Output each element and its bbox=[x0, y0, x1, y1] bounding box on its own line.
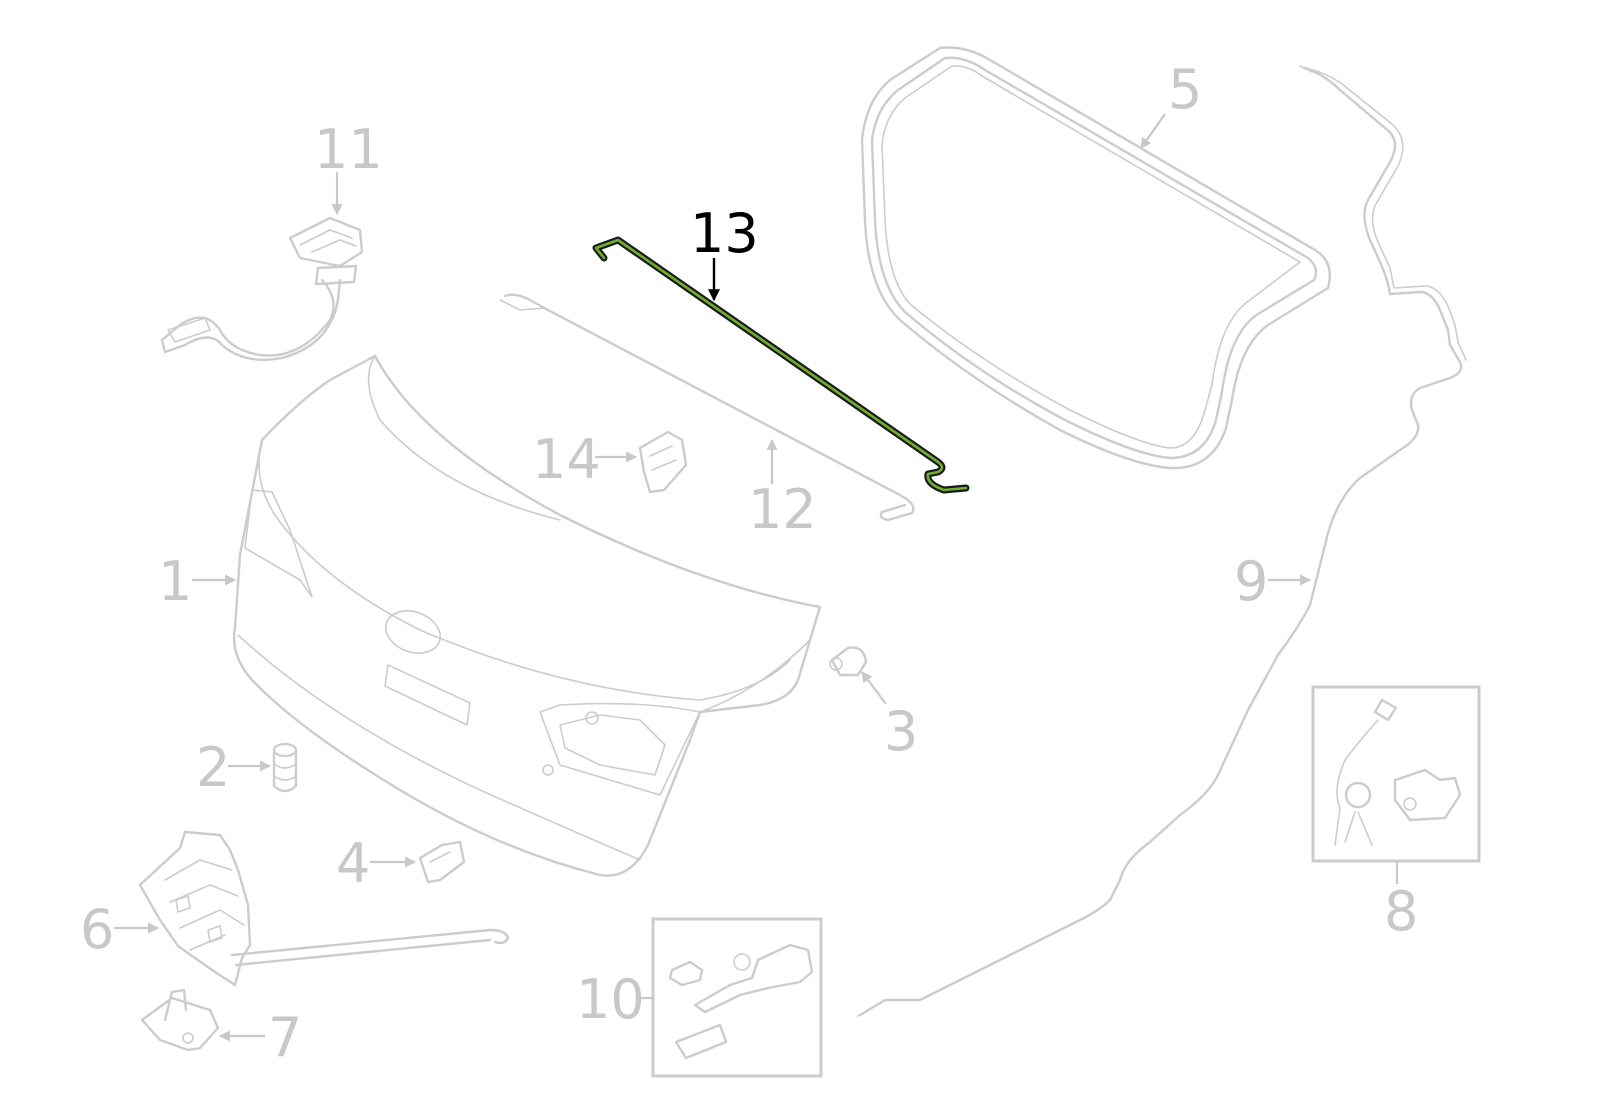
part-rod[interactable] bbox=[499, 293, 915, 522]
part-trunk-lid[interactable] bbox=[232, 354, 822, 877]
leader-5 bbox=[1140, 113, 1166, 149]
part-bumper-3[interactable] bbox=[829, 646, 868, 677]
callout-3[interactable]: 3 bbox=[884, 700, 918, 763]
part-cable-9[interactable] bbox=[857, 65, 1467, 1017]
part-clip-4[interactable] bbox=[418, 840, 466, 884]
part-small-parts-set-10[interactable] bbox=[651, 917, 823, 1078]
part-weatherstrip-5[interactable] bbox=[860, 46, 1332, 470]
callout-5[interactable]: 5 bbox=[1168, 58, 1202, 121]
callout-6[interactable]: 6 bbox=[80, 898, 114, 961]
part-striker-7[interactable] bbox=[140, 988, 220, 1052]
callout-10[interactable]: 10 bbox=[576, 968, 645, 1031]
callout-1[interactable]: 1 bbox=[158, 550, 192, 613]
callout-9[interactable]: 9 bbox=[1234, 550, 1268, 613]
callout-2[interactable]: 2 bbox=[196, 736, 230, 799]
part-hinge[interactable] bbox=[160, 216, 364, 361]
part-latch-6[interactable] bbox=[138, 830, 510, 987]
part-highlighted-rod[interactable] bbox=[592, 236, 970, 494]
callout-11[interactable]: 11 bbox=[314, 118, 383, 181]
callout-4[interactable]: 4 bbox=[336, 832, 370, 895]
callout-14[interactable]: 14 bbox=[532, 428, 601, 491]
part-cylinder-2[interactable] bbox=[272, 742, 298, 793]
leader-3 bbox=[861, 671, 887, 705]
callout-13[interactable]: 13 bbox=[690, 202, 759, 265]
part-key-set-8[interactable] bbox=[1311, 685, 1481, 863]
callout-12[interactable]: 12 bbox=[748, 478, 817, 541]
part-bracket-14[interactable] bbox=[638, 430, 688, 494]
callout-7[interactable]: 7 bbox=[268, 1006, 302, 1069]
callout-8[interactable]: 8 bbox=[1384, 880, 1418, 943]
